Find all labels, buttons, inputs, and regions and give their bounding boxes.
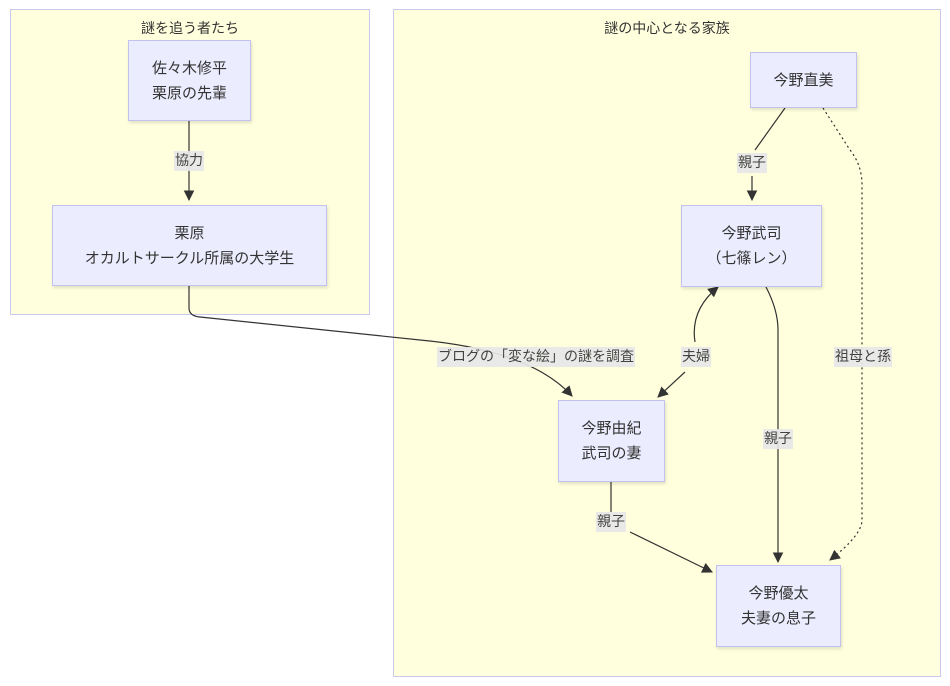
node-label: 今野武司 — [721, 224, 782, 242]
edge-label-married: 夫婦 — [681, 347, 711, 367]
node-label: 佐々木修平 — [151, 58, 227, 77]
edge-label-parent-child-takeshi: 親子 — [763, 429, 793, 449]
node-sublabel: オカルトサークル所属の大学生 — [84, 248, 295, 267]
node-sublabel: （七篠レン） — [706, 249, 797, 267]
node-naomi[interactable]: 今野直美 — [750, 52, 857, 108]
edge-label-parent-child-naomi: 親子 — [737, 153, 767, 173]
edge-label-grandmother-grandchild: 祖母と孫 — [834, 347, 892, 367]
cluster-title: 謎の中心となる家族 — [604, 21, 730, 37]
cluster-title: 謎を追う者たち — [141, 21, 239, 37]
node-label: 栗原 — [174, 223, 205, 242]
node-sublabel: 武司の妻 — [581, 444, 642, 462]
node-kurihara[interactable]: 栗原 オカルトサークル所属の大学生 — [52, 205, 327, 286]
node-yuki[interactable]: 今野由紀 武司の妻 — [558, 400, 665, 482]
edge-label-parent-child-yuki: 親子 — [596, 512, 626, 532]
node-yuta[interactable]: 今野優太 夫妻の息子 — [716, 565, 841, 647]
node-sublabel: 夫妻の息子 — [740, 609, 816, 627]
edge-label-investigate: ブログの「変な絵」の謎を調査 — [437, 347, 635, 367]
node-sublabel: 栗原の先輩 — [151, 83, 227, 102]
node-sasaki[interactable]: 佐々木修平 栗原の先輩 — [128, 40, 251, 121]
node-takeshi[interactable]: 今野武司 （七篠レン） — [681, 205, 822, 287]
node-label: 今野優太 — [748, 584, 809, 602]
node-label: 今野由紀 — [581, 419, 642, 437]
edge-label-cooperation: 協力 — [174, 151, 204, 171]
node-label: 今野直美 — [773, 70, 834, 89]
cluster-family: 謎の中心となる家族 — [393, 9, 941, 677]
